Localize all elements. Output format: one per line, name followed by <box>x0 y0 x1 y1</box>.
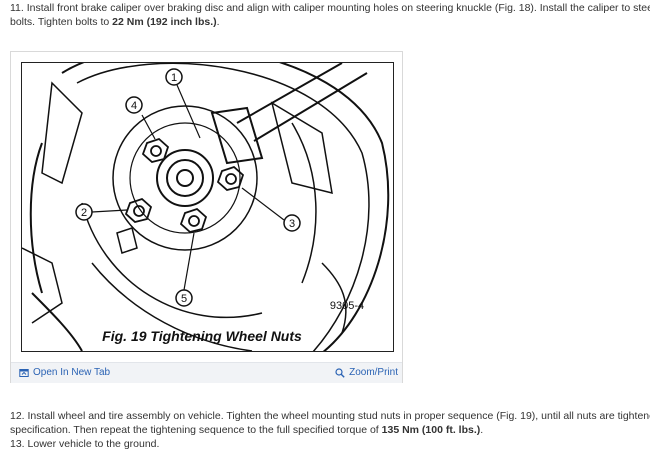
figure-image: 1 2 3 4 5 9305-4 Fig. 19 Tightening Whee… <box>21 62 394 352</box>
callout-1: 1 <box>171 72 177 84</box>
figure-code: 9305-4 <box>330 300 364 312</box>
open-in-new-tab-label: Open In New Tab <box>33 367 111 378</box>
figure-toolbar: Open In New Tab Zoom/Print <box>11 362 402 383</box>
step-12-text-line2: specification. Then repeat the tightenin… <box>10 424 382 436</box>
zoom-print-label: Zoom/Print <box>349 367 398 378</box>
callout-3: 3 <box>289 218 295 230</box>
zoom-print-link[interactable]: Zoom/Print <box>335 367 398 378</box>
step-13-text: 13. Lower vehicle to the ground. <box>10 438 160 450</box>
wheel-nut-diagram: 1 2 3 4 5 9305-4 Fig. 19 Tightening Whee… <box>22 63 390 351</box>
step-12-text: 12. Install wheel and tire assembly on v… <box>10 410 650 422</box>
step-12-period: . <box>480 424 484 436</box>
step-12-13-paragraphs: 12. Install wheel and tire assembly on v… <box>10 409 650 451</box>
step-11-paragraph: 11. Install front brake caliper over bra… <box>10 1 650 29</box>
callout-2: 2 <box>81 207 87 219</box>
step-11-text: 11. Install front brake caliper over bra… <box>10 2 650 14</box>
new-tab-icon <box>19 368 29 377</box>
callout-5: 5 <box>181 293 187 305</box>
magnifier-icon <box>335 367 345 378</box>
open-in-new-tab-link[interactable]: Open In New Tab <box>19 367 110 378</box>
step-11-period: . <box>216 16 220 28</box>
figure-caption: Fig. 19 Tightening Wheel Nuts <box>102 328 302 344</box>
callout-4: 4 <box>131 100 137 112</box>
step-11-torque: 22 Nm (192 inch lbs.) <box>112 16 217 28</box>
figure-container: 1 2 3 4 5 9305-4 Fig. 19 Tightening Whee… <box>10 51 403 383</box>
step-11-text-line2: bolts. Tighten bolts to <box>10 16 113 28</box>
step-12-torque: 135 Nm (100 ft. lbs.) <box>381 424 481 436</box>
